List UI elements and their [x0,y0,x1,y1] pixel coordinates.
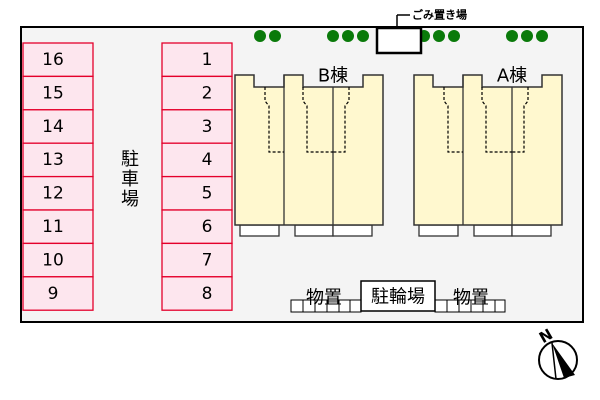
stairwell [333,87,350,153]
tree-icon [254,30,266,42]
parking-label: 駐車場 [118,149,139,209]
parking-space [22,209,94,245]
parking-space [161,175,233,211]
building-a [413,74,563,237]
balcony [473,224,513,237]
parking-space [161,42,233,78]
tree-icon [269,30,281,42]
parking-space [161,276,233,311]
stairwell [481,87,512,153]
garbage-area [375,26,423,55]
parking-space [161,109,233,144]
building-outline [234,74,384,226]
parking-space [161,242,233,278]
balcony [239,224,280,237]
parking-space-number: 5 [202,184,213,204]
building-b-label: B棟 [318,66,348,87]
storage-sheds [290,299,506,313]
tree-icon [433,30,445,42]
parking-space-number: 7 [202,250,213,270]
parking-space [22,276,94,311]
parking-space-number: 6 [202,217,213,237]
tree-icon [448,30,460,42]
tree-icon [327,30,339,42]
tree-icon [536,30,548,42]
bicycle-parking [360,280,436,312]
parking-space-number: 4 [202,150,213,170]
storage-left-label: 物置 [306,288,342,309]
parking-space-number: 13 [42,150,64,170]
parking-space-number: 10 [42,250,64,270]
stairwell [443,87,463,153]
parking-space-number: 14 [42,117,64,137]
tree-icon [342,30,354,42]
parking-space-number: 16 [42,50,64,70]
tree-icon [357,30,369,42]
balcony [511,224,552,237]
parking-space-number: 15 [42,83,64,103]
parking-space-number: 9 [48,284,59,304]
parking-space [161,142,233,178]
building-outline [413,74,563,226]
tree-icon [506,30,518,42]
compass-icon: N [536,325,578,380]
balcony [294,224,334,237]
stairwell [264,87,284,153]
parking-space-number: 1 [202,50,213,70]
garbage-area-label: ごみ置き場 [412,8,467,22]
stairwell [512,87,529,153]
parking-space-number: 8 [202,284,213,304]
parking-space [22,175,94,211]
parking-space [161,209,233,245]
tree-icon [521,30,533,42]
parking-space-number: 2 [202,83,213,103]
balcony [418,224,459,237]
parking-space-number: 12 [42,184,64,204]
bicycle-parking-label: 駐輪場 [371,287,425,308]
building-a-label: A棟 [497,66,527,87]
parking-space-number: 3 [202,117,213,137]
stairwell [302,87,333,153]
building-b [234,74,384,237]
storage-right-label: 物置 [453,288,489,309]
parking-space [161,75,233,111]
parking-space-number: 11 [42,217,64,237]
balcony [332,224,373,237]
